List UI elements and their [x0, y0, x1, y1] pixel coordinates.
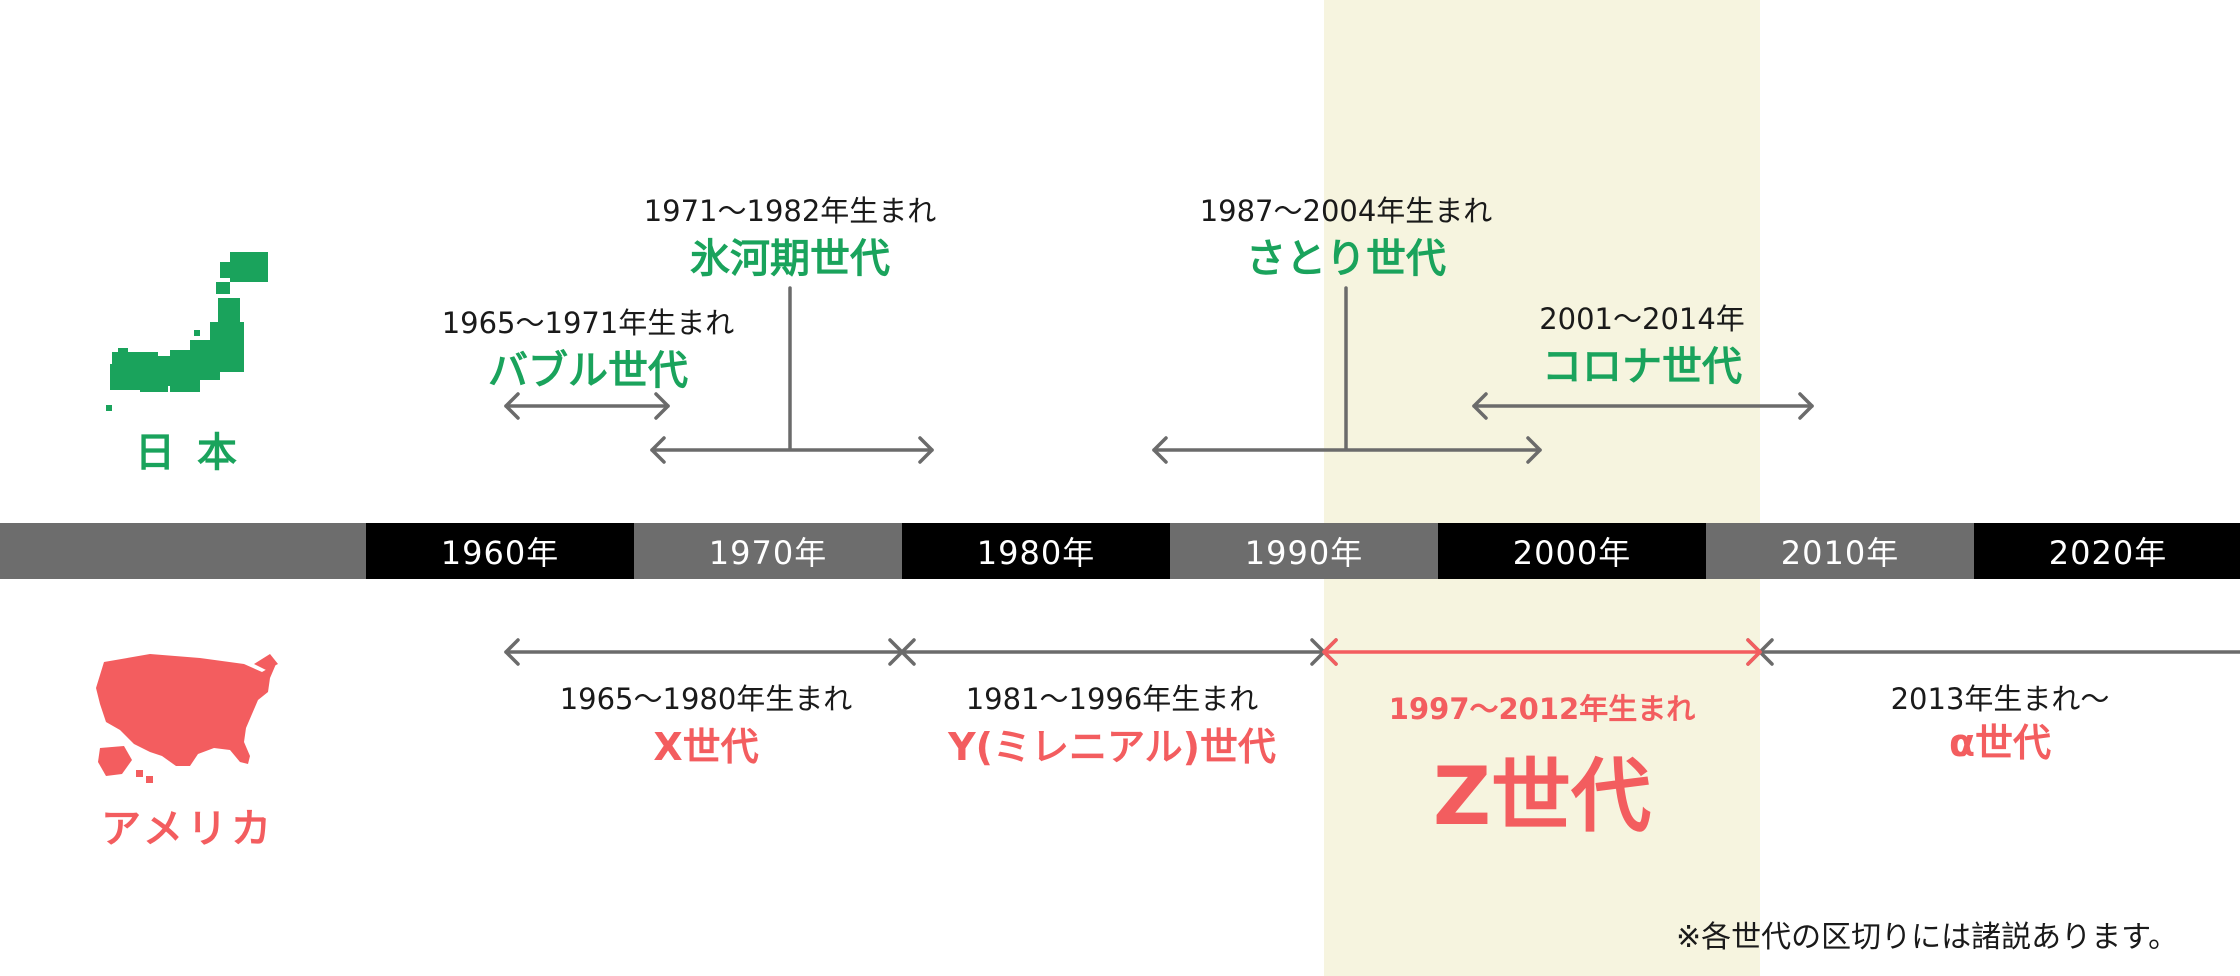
satori-range: 1987〜2004年生まれ — [1199, 194, 1493, 228]
decade-1960: 1960年 — [366, 523, 634, 579]
bubble-range-arrow — [504, 392, 670, 420]
decade-1970: 1970年 — [634, 523, 902, 579]
decade-2010: 2010年 — [1706, 523, 1974, 579]
satori-range-arrow — [1152, 286, 1542, 464]
z-generation-highlight-band — [1324, 0, 1760, 976]
japan-label: 日 本 — [135, 430, 241, 476]
decade-1980: 1980年 — [902, 523, 1170, 579]
z-generation-range: 1997〜2012年生まれ — [1388, 692, 1696, 726]
alpha-generation-name: α世代 — [1948, 721, 2052, 765]
x-generation-range: 1965〜1980年生まれ — [559, 682, 853, 716]
bubble-range: 1965〜1971年生まれ — [441, 306, 735, 340]
footnote: ※各世代の区切りには諸説あります。 — [1676, 920, 2179, 955]
corona-generation-name: コロナ世代 — [1542, 344, 1742, 390]
corona-range: 2001〜2014年 — [1539, 302, 1745, 336]
hyogaki-range-arrow — [650, 286, 934, 464]
bubble-generation-name: バブル世代 — [488, 348, 688, 394]
hyogaki-generation-name: 氷河期世代 — [690, 236, 890, 282]
hyogaki-range: 1971〜1982年生まれ — [643, 194, 937, 228]
corona-range-arrow — [1472, 392, 1814, 420]
z-range-arrow — [1322, 638, 1762, 666]
z-generation-name: Z世代 — [1432, 750, 1652, 843]
satori-generation-name: さとり世代 — [1246, 236, 1446, 282]
decade-2000: 2000年 — [1438, 523, 1706, 579]
x-generation-name: X世代 — [653, 725, 759, 769]
alpha-generation-range: 2013年生まれ〜 — [1890, 682, 2110, 716]
y-generation-range: 1981〜1996年生まれ — [965, 682, 1259, 716]
y-generation-name: Y(ミレニアル)世代 — [948, 725, 1276, 769]
america-range-line — [504, 638, 2240, 666]
america-label: アメリカ — [101, 806, 275, 852]
decade-1990: 1990年 — [1170, 523, 1438, 579]
decade-2020: 2020年 — [1974, 523, 2240, 579]
